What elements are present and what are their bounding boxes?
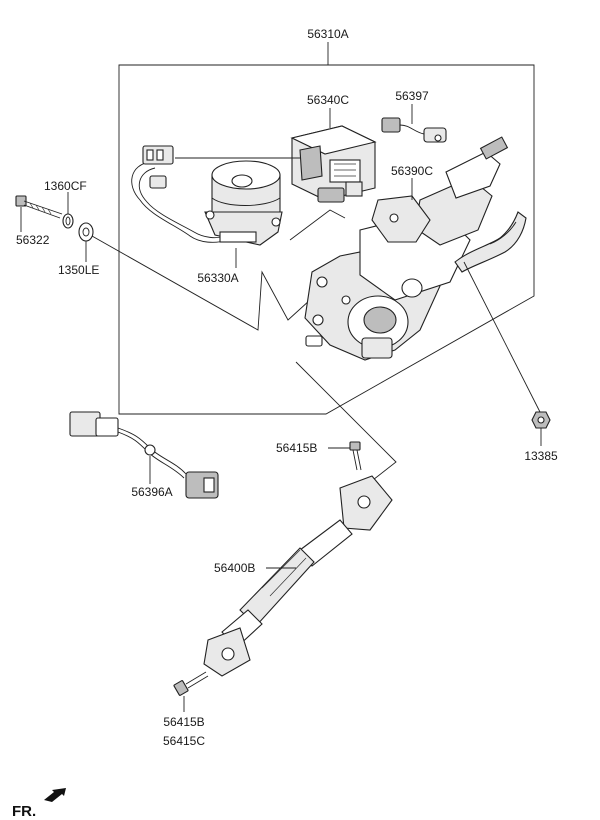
label-56415B-top: 56415B bbox=[276, 441, 317, 455]
harness-56396A-icon bbox=[69, 411, 219, 499]
footer-fr-label: FR. bbox=[12, 803, 36, 820]
flat-washer-icon bbox=[78, 222, 94, 242]
assembly-boundary bbox=[118, 64, 535, 415]
tilt-lever-icon bbox=[454, 211, 527, 273]
label-56397: 56397 bbox=[395, 89, 429, 103]
label-56400B: 56400B bbox=[214, 561, 255, 575]
motor-icon bbox=[204, 160, 283, 246]
leader-13385 bbox=[463, 261, 541, 413]
label-56396A: 56396A bbox=[131, 485, 172, 499]
leader-washer-column bbox=[91, 235, 311, 331]
bolt-icon bbox=[15, 195, 63, 219]
front-arrow-icon bbox=[44, 788, 66, 802]
nut-icon bbox=[531, 411, 551, 429]
ecu-module-icon bbox=[290, 125, 377, 203]
sensor-connector-icon bbox=[381, 117, 447, 143]
label-56415C: 56415C bbox=[163, 734, 205, 748]
label-56330A: 56330A bbox=[197, 271, 238, 285]
leader-motor-column bbox=[289, 209, 346, 241]
intermediate-shaft-icon bbox=[203, 475, 393, 677]
label-56415B-bottom: 56415B bbox=[163, 715, 204, 729]
bolt-56415B-bottom-icon bbox=[173, 671, 209, 696]
wire-harness bbox=[131, 145, 229, 243]
dashed-axis-upper bbox=[295, 361, 397, 491]
steering-column-icon bbox=[304, 136, 509, 361]
spring-washer-icon bbox=[62, 213, 74, 229]
label-1350LE: 1350LE bbox=[58, 263, 99, 277]
harness-connector-icon bbox=[142, 145, 174, 189]
label-56390C: 56390C bbox=[391, 164, 433, 178]
label-56310A: 56310A bbox=[307, 27, 348, 41]
label-13385: 13385 bbox=[524, 449, 558, 463]
label-56322: 56322 bbox=[16, 233, 50, 247]
bolt-56415B-top-icon bbox=[349, 441, 362, 471]
label-1360CF: 1360CF bbox=[44, 179, 87, 193]
label-56340C: 56340C bbox=[307, 93, 349, 107]
